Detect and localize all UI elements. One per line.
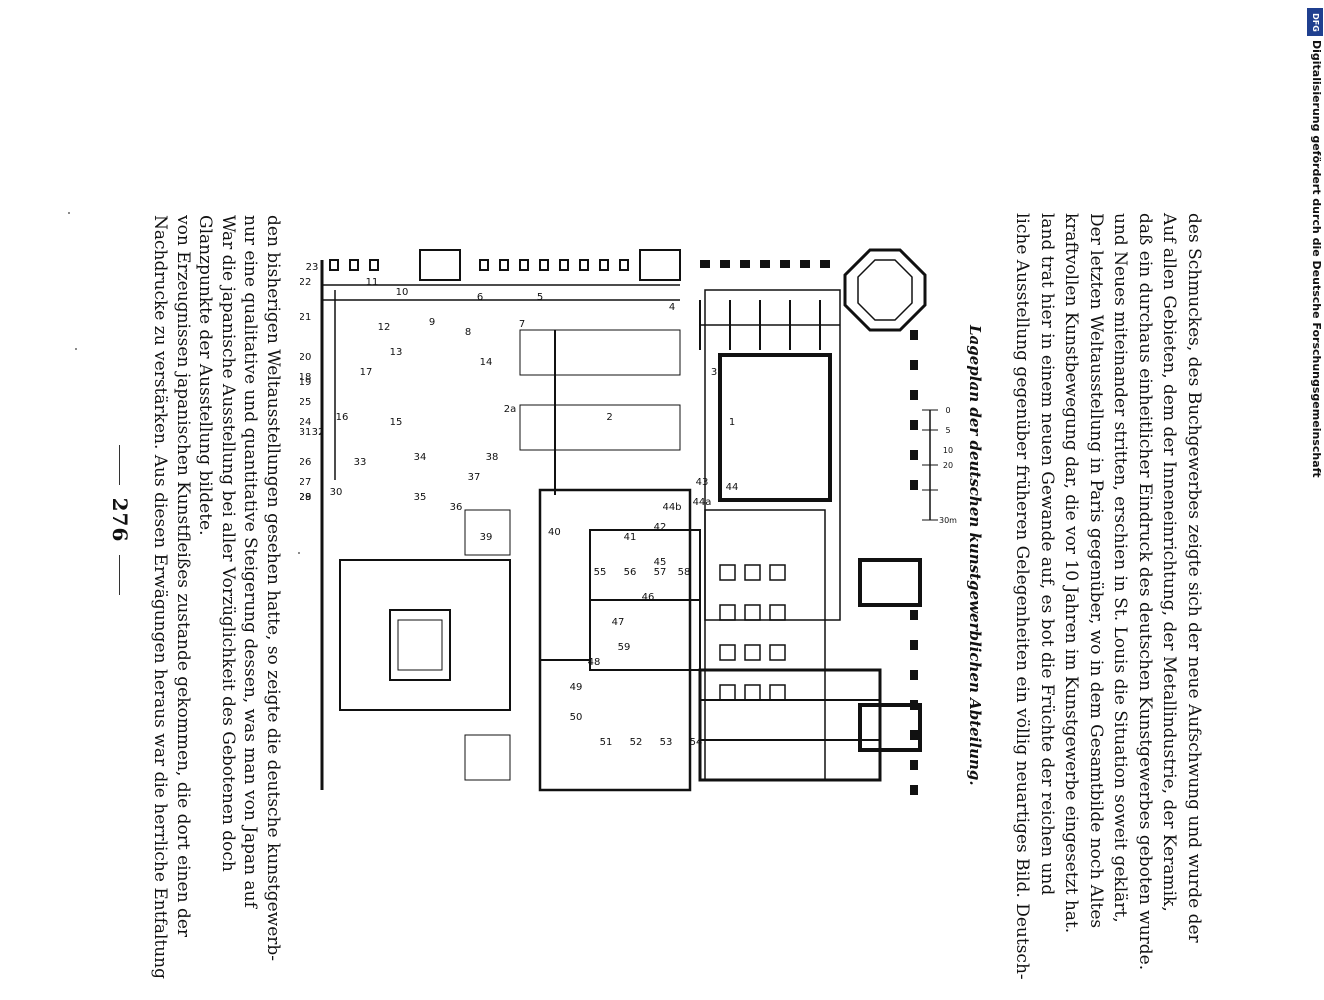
bottom-paragraph-line: land trat hier in einem neuen Gewande au…: [1036, 213, 1057, 896]
bottom-paragraph-line: daß ein durchaus einheitlicher Eindruck …: [1134, 213, 1155, 971]
room-number-label: 1: [729, 417, 735, 428]
room-number-label: 33: [354, 457, 367, 468]
room-number-label: 42: [654, 522, 667, 533]
room-number-label: 7: [519, 319, 525, 330]
room-number-label: 39: [480, 532, 493, 543]
top-paragraph-line: Glanzpunkte der Ausstellung bildete.: [195, 215, 215, 536]
room-number-label: 32: [312, 427, 325, 438]
top-paragraph-line: von Erzeugnissen japanischen Kunstfleiße…: [172, 215, 193, 938]
room-number-label: 48: [588, 657, 601, 668]
room-number-label: 55: [594, 567, 607, 578]
room-number-label: 2: [606, 412, 612, 423]
top-paragraph-line: nur eine qualitative und quantitative St…: [240, 215, 260, 908]
room-number-label: 11: [366, 277, 379, 288]
room-number-label: 2a: [504, 404, 517, 415]
room-number-label: 57: [654, 567, 667, 578]
room-number-label: 12: [378, 322, 391, 333]
room-number-label: 28: [300, 492, 311, 503]
room-number-label: 44b: [662, 502, 681, 513]
room-number-label: 19: [300, 377, 311, 388]
top-paragraph-line: den bisherigen Weltausstellungen gesehen…: [262, 215, 283, 962]
room-number-label: 34: [414, 452, 427, 463]
page-number-dash-top: [119, 445, 120, 485]
room-number-label: 4: [669, 302, 675, 313]
room-number-label: 21: [300, 312, 311, 323]
room-number-label: 9: [429, 317, 435, 328]
scan-speck: [68, 212, 70, 214]
room-number-label: 31: [300, 427, 311, 438]
dfg-logo-badge: DFG: [1307, 8, 1323, 36]
room-number-label: 14: [480, 357, 493, 368]
room-number-label: 15: [390, 417, 403, 428]
scale-bar-label: 5: [945, 426, 950, 435]
room-number-label: 35: [414, 492, 427, 503]
room-number-label: 25: [300, 397, 311, 408]
scale-bar-label: 10: [943, 446, 953, 455]
room-number-label: 47: [612, 617, 625, 628]
scan-speck: [298, 552, 300, 554]
room-number-label: 20: [300, 352, 311, 363]
room-number-label: 18: [300, 372, 311, 383]
scale-bar-label: 20: [943, 461, 953, 470]
scale-bar-label: 30m: [939, 516, 957, 525]
room-number-label: 44a: [693, 497, 712, 508]
room-number-label: 43: [696, 477, 709, 488]
dfg-badge-text: DFG: [1310, 12, 1320, 32]
room-number-label: 51: [600, 737, 613, 748]
room-number-label: 23: [306, 262, 319, 273]
bottom-paragraph-line: Auf allen Gebieten, dem der Inneneinrich…: [1159, 213, 1179, 912]
room-number-label: 54: [690, 737, 703, 748]
room-number-label: 53: [660, 737, 673, 748]
bottom-paragraph-line: und Neues miteinander stritten, erschien…: [1110, 213, 1130, 923]
figure-caption: Lageplan der deutschen kunstgewerblichen…: [966, 325, 984, 786]
page-number-dash-bottom: [119, 555, 120, 595]
room-number-label: 56: [624, 567, 637, 578]
room-number-label: 10: [396, 287, 409, 298]
room-number-label: 37: [468, 472, 481, 483]
room-number-label: 59: [618, 642, 631, 653]
room-number-label: 52: [630, 737, 643, 748]
bottom-paragraph-line: kraftvollen Kunstbewegung dar, die vor 1…: [1061, 213, 1081, 934]
room-number-label: 8: [465, 327, 471, 338]
room-number-label: 50: [570, 712, 583, 723]
floor-plan-figure: 1234567891011121314151617181920212223242…: [300, 248, 957, 795]
room-number-label: 16: [336, 412, 349, 423]
room-number-label: 45: [654, 557, 667, 568]
room-number-label: 13: [390, 347, 403, 358]
top-paragraph-line: War die japanische Ausstellung bei aller…: [217, 215, 238, 872]
room-number-label: 30: [330, 487, 343, 498]
room-number-label: 46: [642, 592, 655, 603]
room-number-label: 40: [548, 527, 561, 538]
room-number-label: 17: [360, 367, 373, 378]
bottom-paragraph-line: liche Ausstellung gegenüber früheren Gel…: [1012, 213, 1032, 980]
room-number-label: 58: [678, 567, 691, 578]
digitization-credit: Digitalisierung gefördert durch die Deut…: [1310, 40, 1323, 478]
room-number-label: 24: [300, 417, 311, 428]
room-number-label: 6: [477, 292, 483, 303]
room-number-label: 3: [711, 367, 717, 378]
room-number-label: 41: [624, 532, 637, 543]
room-number-label: 5: [537, 292, 543, 303]
room-number-label: 22: [300, 277, 311, 288]
top-paragraph-line: Nachdrucke zu verstärken. Aus diesen Erw…: [150, 215, 170, 980]
room-number-label: 29: [300, 492, 311, 503]
scale-bar-label: 0: [945, 406, 950, 415]
room-number-label: 44: [726, 482, 739, 493]
bottom-paragraph-line: des Schmuckes, des Buchgewerbes zeigte s…: [1183, 213, 1204, 943]
room-number-label: 49: [570, 682, 583, 693]
room-number-label: 38: [486, 452, 499, 463]
room-number-label: 36: [450, 502, 463, 513]
page-number: 276: [108, 497, 132, 543]
scan-speck: [75, 348, 77, 350]
room-number-label: 26: [300, 457, 311, 468]
bottom-paragraph-line: Der letzten Weltausstellung in Paris geg…: [1085, 213, 1106, 929]
room-number-label: 27: [300, 477, 311, 488]
